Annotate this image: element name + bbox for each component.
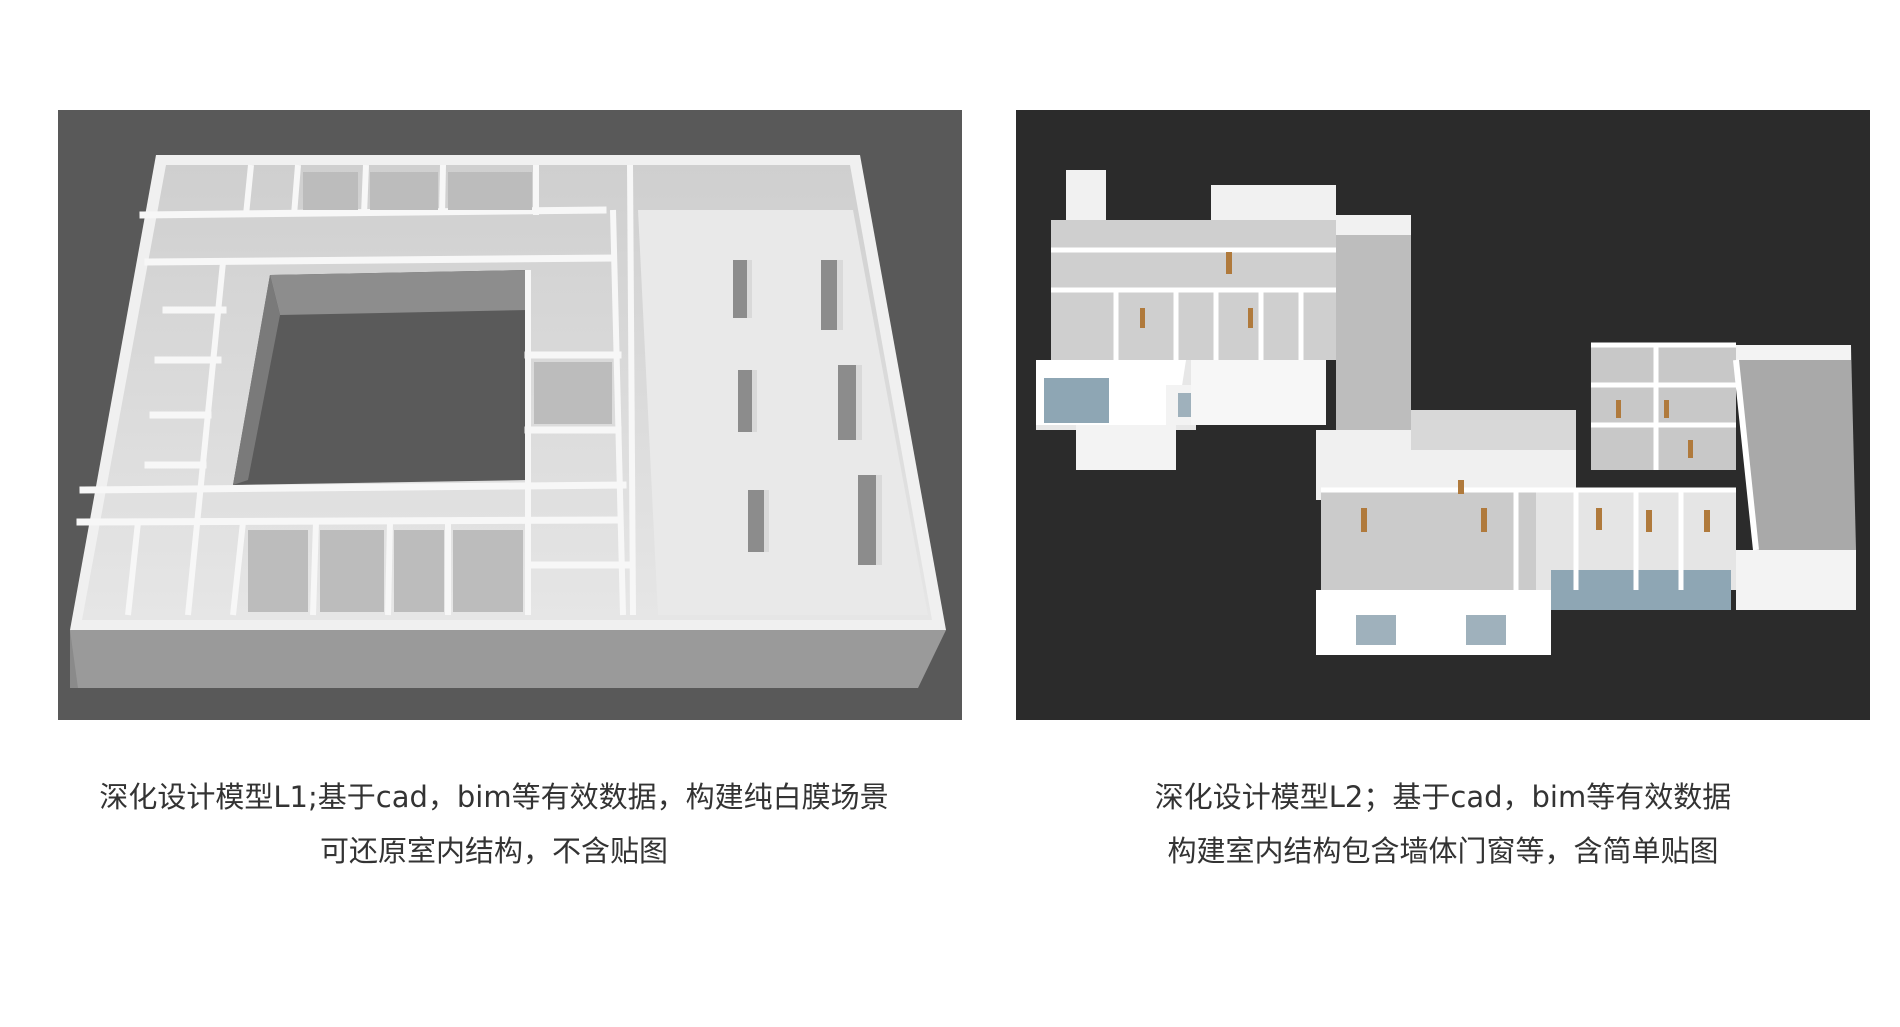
model-l2-render (1016, 110, 1870, 720)
model-l2-caption-line1: 深化设计模型L2；基于cad，bim等有效数据 (1154, 780, 1732, 814)
model-l1-image (70, 155, 946, 688)
model-l2-caption-line2: 构建室内结构包含墙体门窗等，含简单贴图 (1167, 834, 1719, 868)
model-l2-image (1036, 170, 1856, 655)
model-l2-caption: 深化设计模型L2；基于cad，bim等有效数据 构建室内结构包含墙体门窗等，含简… (1016, 770, 1870, 878)
model-l1-caption-line1: 深化设计模型L1;基于cad，bim等有效数据，构建纯白膜场景 (99, 780, 889, 814)
model-l1-caption: 深化设计模型L1;基于cad，bim等有效数据，构建纯白膜场景 可还原室内结构，… (58, 770, 930, 878)
model-l1-render (58, 110, 962, 720)
model-l1-caption-line2: 可还原室内结构，不含贴图 (319, 834, 668, 868)
